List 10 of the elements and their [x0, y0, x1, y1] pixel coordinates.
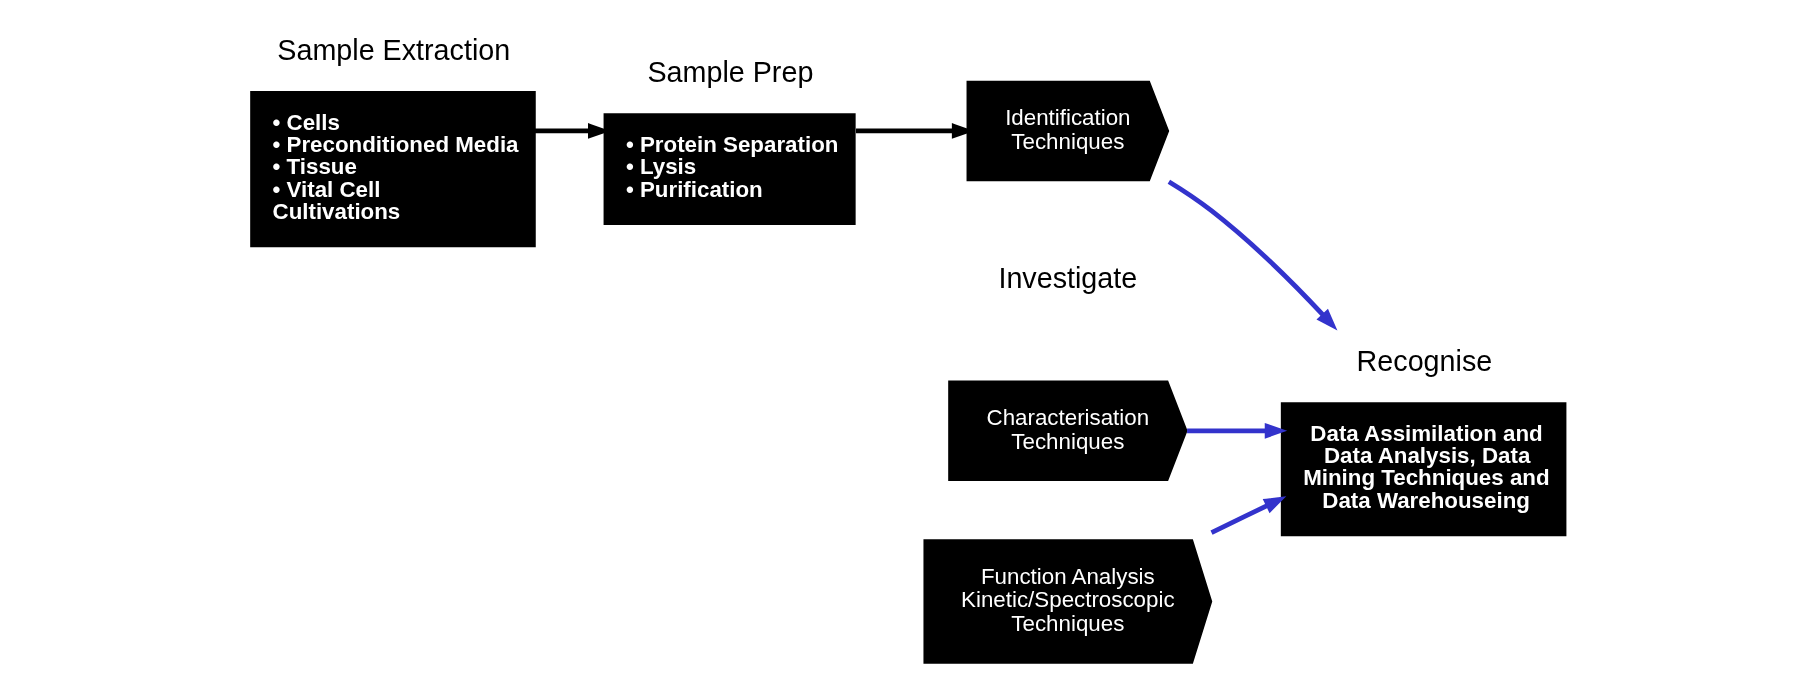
node-label: Sample Prep: [646, 56, 813, 89]
node-box: • Cells • Preconditioned Media • Tissue • Vital Cell Cultivations: [249, 91, 536, 248]
node-box: • Protein Separation • Lysis • Purification: [603, 113, 856, 226]
arrow: [1167, 179, 1337, 331]
node-label: Recognise: [1356, 344, 1492, 377]
node-label: Sample Extraction: [276, 33, 510, 66]
node-box: Data Assimilation and Data Analysis, Data Mining Techniques and Data Warehouseing: [1280, 402, 1566, 537]
arrow: [1209, 496, 1286, 535]
arrow: [1186, 423, 1287, 439]
label: Investigate: [997, 261, 1137, 294]
